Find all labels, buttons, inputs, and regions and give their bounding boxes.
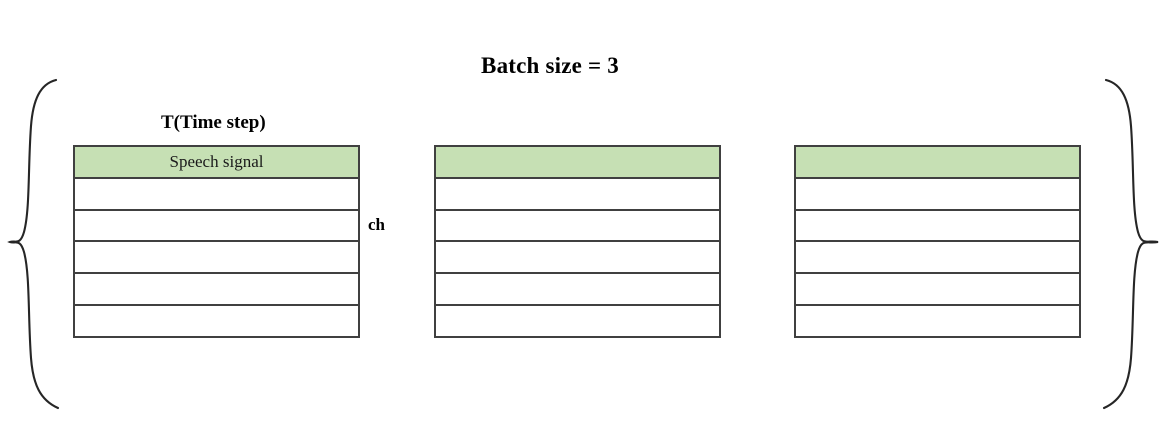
matrix-row: [73, 240, 360, 273]
matrix-row: [73, 208, 360, 241]
matrix-row: [73, 272, 360, 305]
matrix-row: [434, 240, 721, 273]
batch-item-2: [434, 145, 721, 338]
matrix-row: [794, 176, 1081, 209]
diagram-title: Batch size = 3: [481, 53, 619, 78]
matrix-row: [794, 272, 1081, 305]
matrix-row: [794, 304, 1081, 338]
matrix-row: [434, 304, 721, 338]
left-curly-brace: [0, 70, 80, 420]
matrix-row: [73, 304, 360, 338]
matrix-row: [794, 208, 1081, 241]
batch-item-1: Speech signal: [73, 145, 360, 338]
speech-signal-label: Speech signal: [169, 152, 264, 172]
matrix-row: [434, 145, 721, 177]
matrix-row: Speech signal: [73, 145, 360, 177]
matrix-row: [794, 145, 1081, 177]
batch-item-3: [794, 145, 1081, 338]
matrix-row: [434, 208, 721, 241]
time-step-label: T(Time step): [161, 112, 266, 133]
matrix-row: [794, 240, 1081, 273]
right-curly-brace: [1094, 70, 1174, 420]
channel-label: ch: [368, 215, 385, 234]
matrix-row: [73, 176, 360, 209]
matrix-row: [434, 272, 721, 305]
matrix-row: [434, 176, 721, 209]
